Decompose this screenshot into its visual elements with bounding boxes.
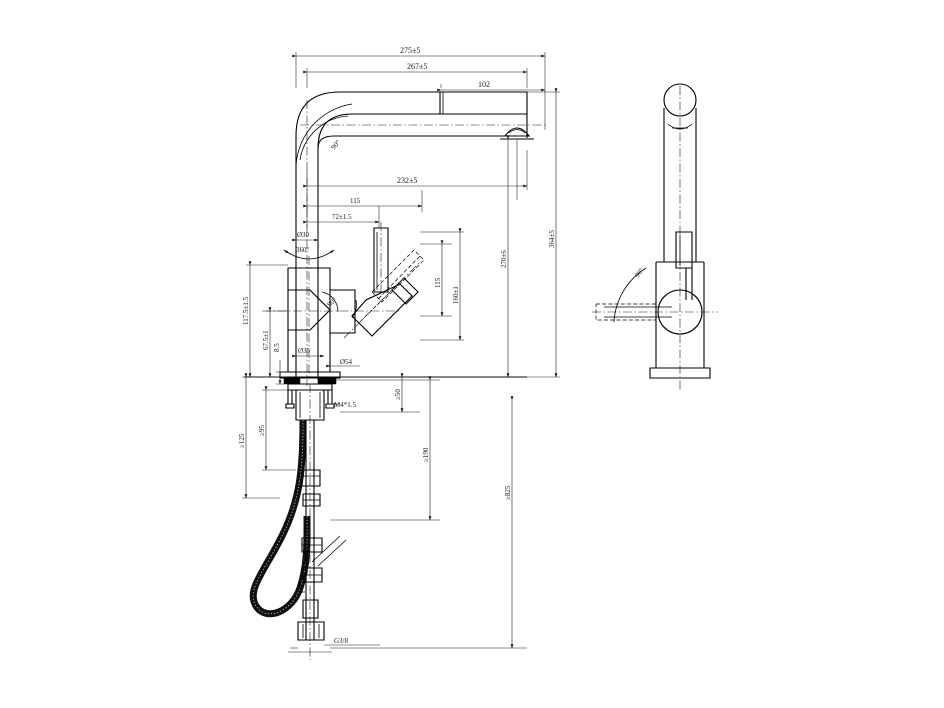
dim-115-right-label: 115 [434,277,442,288]
dim-d54-label: Ø54 [340,358,353,366]
dim-364-label: 364±5 [548,230,556,248]
dim-85-label: 8.5 [273,343,281,352]
dim-d30-label: Ø30 [297,231,310,239]
dim-360-label: 360° [296,246,310,254]
front-view-spout [295,91,545,386]
dim-102-label: 102 [478,80,490,89]
dim-275-label: 275±5 [400,46,420,55]
right-vertical-dimensions: 115 160±1 270±6 364±5 ≥50 M4*1.5 [288,88,560,653]
dim-50-label: ≥50 [394,389,402,400]
top-horizontal-dimensions: 275±5 267±5 102 232±5 115 72±1.5 [292,46,546,228]
dim-232-label: 232±5 [397,176,417,185]
dim-190-label: ≥190 [422,447,430,462]
side-view: 90° [592,83,718,392]
dim-90-side-label: 90° [633,266,645,279]
dim-d35-label: Ø35 [298,347,311,355]
braided-hose [249,419,311,618]
dim-125-label: ≥125 [238,433,246,448]
front-view-supply-hose [249,419,347,641]
dim-90-body-label: 90° [326,296,339,309]
dim-115-top-label: 115 [350,197,361,205]
dim-267-label: 267±5 [407,62,427,71]
dim-95-label: ≥95 [258,425,266,436]
aerator-outlet [503,127,531,137]
dim-160-label: 160±1 [452,286,460,304]
left-vertical-dimensions: 117.5±1.5 67.5±1 8.5 Ø35 Ø54 ≥95 [238,261,360,499]
dim-90-elbow-label: 90° [330,139,343,152]
dim-825-label: ≥825 [504,485,512,500]
dim-m4-label: M4*1.5 [334,401,356,409]
front-view-body: 90° 360° Ø30 [262,230,400,380]
front-view-deck-mount [244,371,527,660]
dim-72-label: 72±1.5 [332,213,352,221]
rotation-arc [283,249,335,260]
front-view-lever-handle [343,222,425,339]
dim-117-label: 117.5±1.5 [242,296,250,325]
dim-67-label: 67.5±1 [262,330,270,350]
dim-g38-label: G3/8 [334,637,349,645]
dim-270-label: 270±6 [500,250,508,268]
